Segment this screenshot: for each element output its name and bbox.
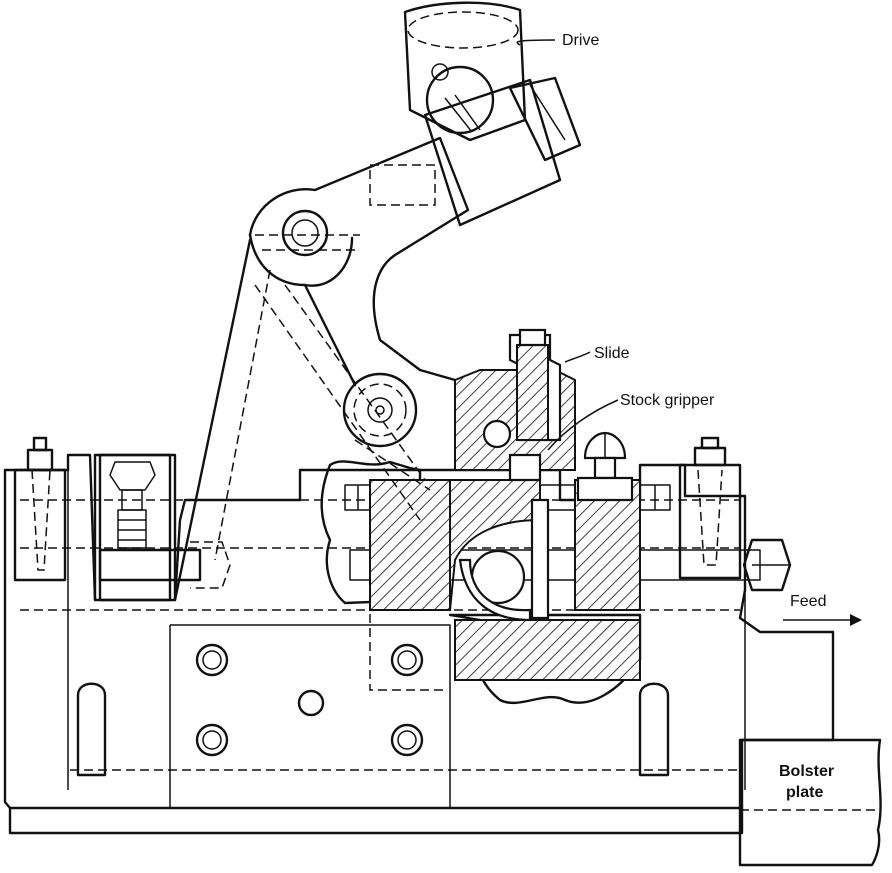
base-bolt-4 [392, 725, 422, 755]
slide-body [370, 330, 640, 680]
base-bolt-1 [197, 645, 227, 675]
label-bolster-line2: plate [786, 784, 823, 801]
label-bolster-line1: Bolster [779, 763, 834, 780]
drive-shaft [405, 3, 580, 225]
dowel-hole [299, 691, 323, 715]
base-slot-right [640, 684, 668, 775]
connecting-link [175, 240, 270, 600]
base-panels [170, 600, 450, 808]
left-screw-post [15, 438, 65, 580]
label-slide: Slide [594, 345, 630, 362]
label-stock-gripper: Stock gripper [620, 392, 715, 409]
left-adjusting-screw [100, 455, 230, 600]
base-slot-left [78, 684, 105, 775]
base-bolt-3 [392, 645, 422, 675]
label-drive: Drive [562, 32, 599, 49]
base-bolt-2 [197, 725, 227, 755]
feed-arrow [783, 614, 862, 626]
label-feed: Feed [790, 593, 826, 610]
bolster-plate [740, 740, 881, 865]
right-screw-post [680, 438, 740, 578]
gripper-clamp-screw [578, 433, 632, 500]
